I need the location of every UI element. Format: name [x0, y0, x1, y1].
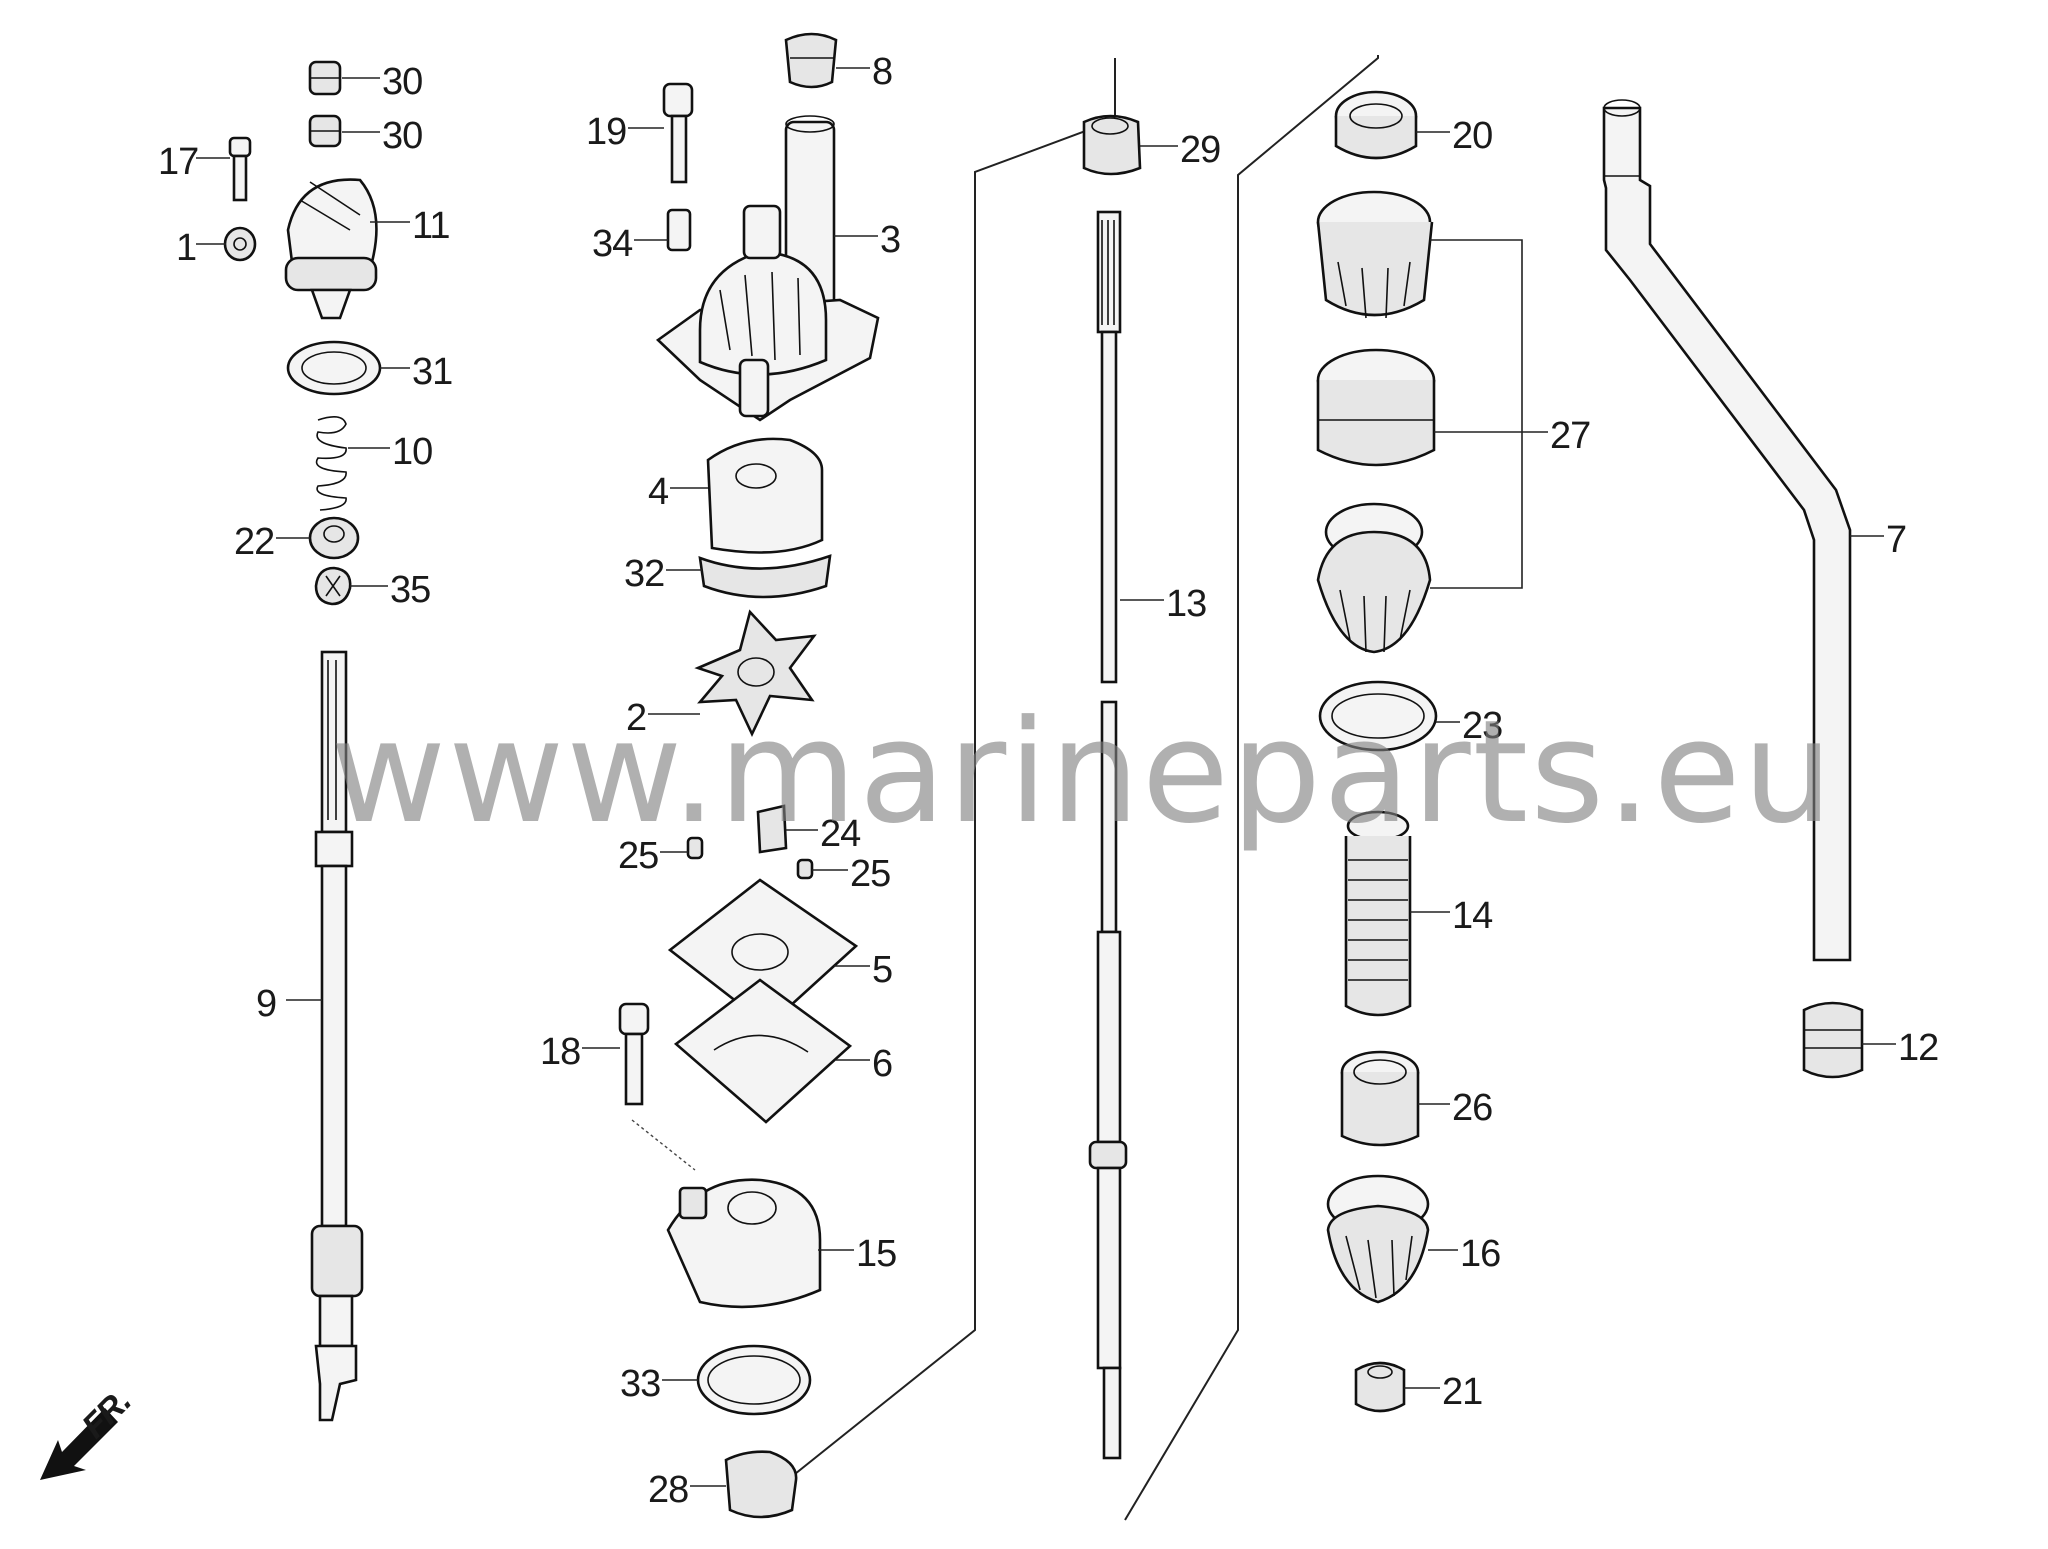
callout-28: 28 — [648, 1469, 688, 1511]
part-34-dowel-pin — [666, 208, 692, 252]
callout-3: 3 — [880, 219, 900, 261]
part-35-clip — [314, 566, 352, 606]
callout-24: 24 — [820, 813, 861, 855]
part-13-drive-shaft-lower — [1088, 700, 1128, 1460]
part-8-grommet — [784, 32, 838, 89]
part-16-pinion-gear — [1326, 1174, 1430, 1304]
callout-1: 1 — [176, 227, 196, 269]
callout-30-lower: 30 — [382, 115, 422, 157]
part-4-pump-liner — [706, 437, 824, 554]
callout-22: 22 — [234, 521, 274, 563]
callout-13: 13 — [1166, 583, 1206, 625]
part-1-washer — [223, 226, 257, 262]
callout-30-upper: 30 — [382, 61, 422, 103]
part-30-nut-lower — [308, 114, 342, 148]
callout-11: 11 — [412, 205, 449, 247]
callout-4: 4 — [648, 471, 669, 513]
part-13-drive-shaft-upper — [1096, 210, 1122, 684]
leader-lines — [196, 67, 1896, 1487]
callout-9: 9 — [256, 983, 276, 1025]
part-29-bushing — [1082, 114, 1142, 176]
front-direction-arrow — [40, 1408, 118, 1480]
part-31-o-ring — [286, 340, 382, 396]
callout-21: 21 — [1442, 1371, 1482, 1413]
callout-20: 20 — [1452, 115, 1492, 157]
part-12-grommet — [1802, 1001, 1864, 1079]
part-24-key — [756, 804, 788, 854]
part-6-gasket — [673, 978, 853, 1124]
part-30-nut-top — [308, 60, 342, 96]
callout-25-left: 25 — [618, 835, 658, 877]
callout-15: 15 — [856, 1233, 896, 1275]
part-28-oil-seal — [724, 1450, 798, 1519]
part-7-water-tube — [1602, 99, 1852, 962]
part-14-bearing-sleeve — [1344, 810, 1412, 1017]
part-32-gasket — [698, 554, 832, 599]
part-25-pin-right — [796, 858, 814, 880]
part-3-pump-housing — [655, 204, 880, 422]
callout-2: 2 — [626, 697, 646, 739]
callout-10: 10 — [392, 431, 432, 473]
callout-12: 12 — [1898, 1027, 1938, 1069]
part-18-bolt — [618, 1002, 650, 1106]
callout-14: 14 — [1452, 895, 1493, 937]
callout-27: 27 — [1550, 415, 1590, 457]
part-10-spring — [315, 416, 347, 511]
callout-32: 32 — [624, 553, 664, 595]
callout-7: 7 — [1886, 519, 1906, 561]
callout-26: 26 — [1452, 1087, 1492, 1129]
part-15-pump-base — [666, 1178, 822, 1309]
part-22-nut — [308, 516, 360, 560]
callout-18: 18 — [540, 1031, 580, 1073]
callout-35: 35 — [390, 569, 430, 611]
callout-33: 33 — [620, 1363, 660, 1405]
part-17-bolt — [228, 136, 252, 202]
callout-5: 5 — [872, 949, 892, 991]
part-26-needle-bearing — [1340, 1050, 1420, 1147]
callout-23: 23 — [1462, 705, 1502, 747]
callout-19: 19 — [586, 111, 626, 153]
part-27-bearing-race — [1316, 348, 1436, 467]
callout-6: 6 — [872, 1043, 892, 1085]
part-21-nut — [1354, 1361, 1406, 1413]
part-23-shim — [1318, 680, 1438, 752]
part-9-shift-rod — [310, 650, 364, 1422]
callout-16: 16 — [1460, 1233, 1500, 1275]
callout-numbers: 30 30 17 11 1 31 10 22 35 9 19 8 34 3 4 … — [158, 51, 1939, 1511]
callout-25-right: 25 — [850, 853, 890, 895]
callout-31: 31 — [412, 351, 452, 393]
part-33-o-ring — [696, 1344, 812, 1416]
part-25-pin-left — [686, 836, 704, 860]
callout-34: 34 — [592, 223, 633, 265]
part-19-bolt — [662, 82, 694, 184]
part-2-impeller — [694, 609, 817, 738]
part-27-bearing-lower — [1316, 502, 1432, 654]
callout-8: 8 — [872, 51, 892, 93]
part-20-oil-seal — [1334, 90, 1418, 160]
callout-29: 29 — [1180, 129, 1220, 171]
part-11-shift-cam — [284, 178, 378, 320]
part-27-bearing-upper — [1316, 190, 1434, 319]
callout-17: 17 — [158, 141, 198, 183]
